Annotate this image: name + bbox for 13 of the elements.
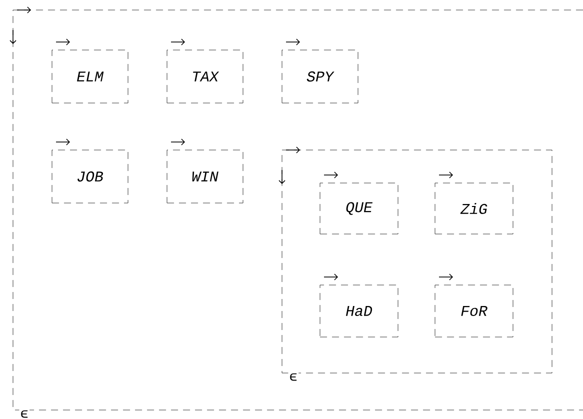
process-box: FoR bbox=[434, 284, 514, 338]
process-box: SPY bbox=[282, 50, 358, 104]
process-box: QUE bbox=[320, 182, 398, 234]
epsilon-label: ϵ bbox=[288, 372, 299, 382]
process-box: JOB bbox=[52, 150, 128, 204]
process-box: ZiG bbox=[434, 182, 514, 234]
process-box: WIN bbox=[166, 150, 244, 204]
frame-box bbox=[282, 150, 552, 374]
frame-box bbox=[12, 10, 583, 410]
epsilon-label: ϵ bbox=[19, 409, 30, 419]
process-box: TAX bbox=[166, 50, 244, 104]
process-box: HaD bbox=[320, 284, 398, 338]
process-box: ELM bbox=[52, 50, 128, 104]
